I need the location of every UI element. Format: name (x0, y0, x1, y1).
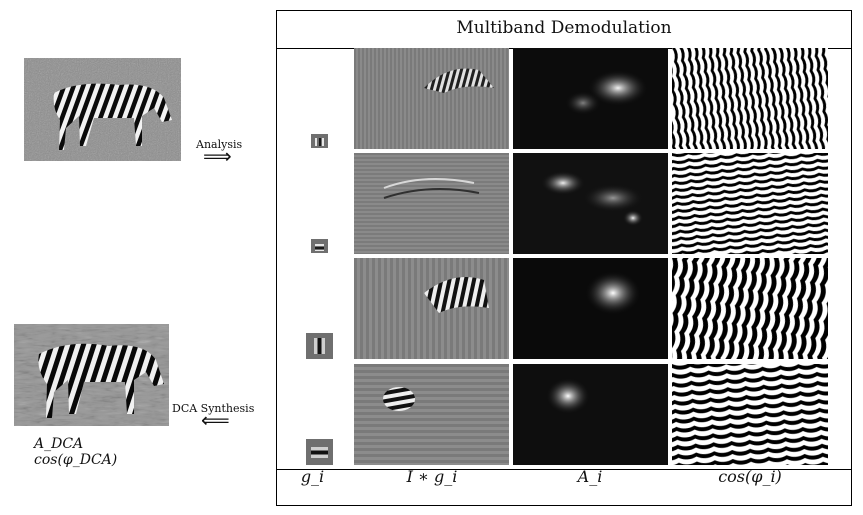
column-label-phase: cos(φ_i) (718, 467, 782, 486)
synthesis-caption: A_DCA cos(φ_DCA) (34, 436, 164, 468)
kernel-row-3 (306, 333, 333, 359)
dca-synthesis-image (14, 324, 169, 426)
kernel-row-1 (311, 134, 328, 148)
analysis-arrow-icon: ⟹ (203, 144, 232, 168)
phase-tile-row-1 (672, 48, 828, 149)
phase-tile-row-2 (672, 153, 828, 254)
dca-synthesis-label: DCA Synthesis (172, 402, 255, 415)
kernel-row-4 (306, 439, 333, 465)
amplitude-tile-row-4 (513, 364, 668, 465)
conv-tile-row-3 (354, 258, 509, 359)
phase-tile-row-4 (672, 364, 828, 465)
amplitude-tile-row-1 (513, 48, 668, 149)
panel-title: Multiband Demodulation (456, 18, 672, 38)
column-label-g: g_i (300, 467, 325, 486)
analysis-label: Analysis (196, 138, 243, 151)
column-label-amplitude: A_i (577, 467, 603, 486)
phase-tile-row-3 (672, 258, 828, 359)
kernel-row-2 (311, 239, 328, 253)
conv-tile-row-2 (354, 153, 509, 254)
conv-tile-row-4 (354, 364, 509, 465)
multiband-demodulation-panel: Multiband Demodulation (276, 10, 852, 506)
amplitude-tile-row-2 (513, 153, 668, 254)
synthesis-arrow-icon: ⟸ (201, 408, 230, 432)
synthesis-caption-text: A_DCA cos(φ_DCA) (34, 436, 118, 468)
amplitude-tile-row-3 (513, 258, 668, 359)
input-zebra-image (24, 58, 181, 161)
column-label-conv: I ∗ g_i (406, 467, 458, 486)
conv-tile-row-1 (354, 48, 509, 149)
footer-divider (277, 469, 851, 470)
